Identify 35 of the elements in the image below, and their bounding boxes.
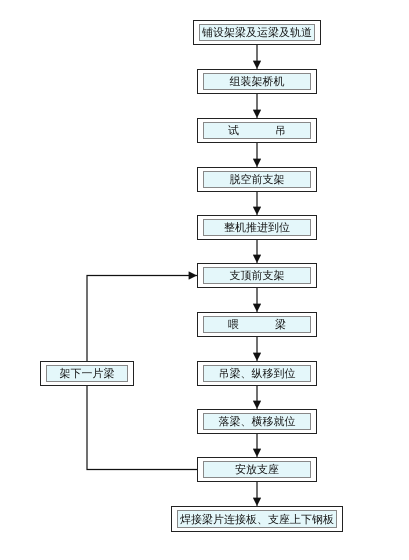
arrow	[252, 337, 262, 361]
arrow	[252, 192, 262, 215]
step-label: 焊接梁片连接板、支座上下钢板	[180, 512, 334, 526]
step-label: 吊梁、纵移到位	[218, 366, 296, 381]
process-box	[40, 361, 134, 386]
step-label: 喂 梁	[228, 317, 286, 332]
process-box	[197, 409, 317, 434]
step-label: 铺设架梁及运梁及轨道	[202, 25, 312, 40]
arrow	[252, 288, 262, 312]
arrow	[252, 143, 262, 167]
arrow	[252, 240, 262, 263]
process-box	[171, 506, 343, 532]
step-label: 组装架桥机	[230, 74, 284, 89]
arrow	[252, 434, 262, 457]
arrow	[252, 45, 262, 69]
arrow	[252, 94, 262, 118]
process-box	[197, 263, 317, 288]
process-box	[193, 20, 321, 45]
process-box	[197, 167, 317, 192]
step-label: 整机推进到位	[224, 220, 290, 235]
process-box	[197, 361, 317, 386]
step-label: 试 吊	[228, 123, 286, 138]
process-box	[197, 118, 317, 143]
step-label: 脱空前支架	[230, 172, 284, 187]
step-label: 支顶前支架	[230, 268, 284, 283]
step-label: 安放支座	[235, 462, 279, 477]
process-box	[197, 69, 317, 94]
process-box	[197, 215, 317, 240]
process-box	[197, 312, 317, 337]
arrow	[252, 482, 262, 506]
process-box	[197, 457, 317, 482]
arrow	[252, 386, 262, 409]
step-label: 架下一片梁	[60, 366, 114, 381]
step-label: 落梁、横移就位	[218, 414, 296, 429]
arrow	[86, 271, 197, 361]
